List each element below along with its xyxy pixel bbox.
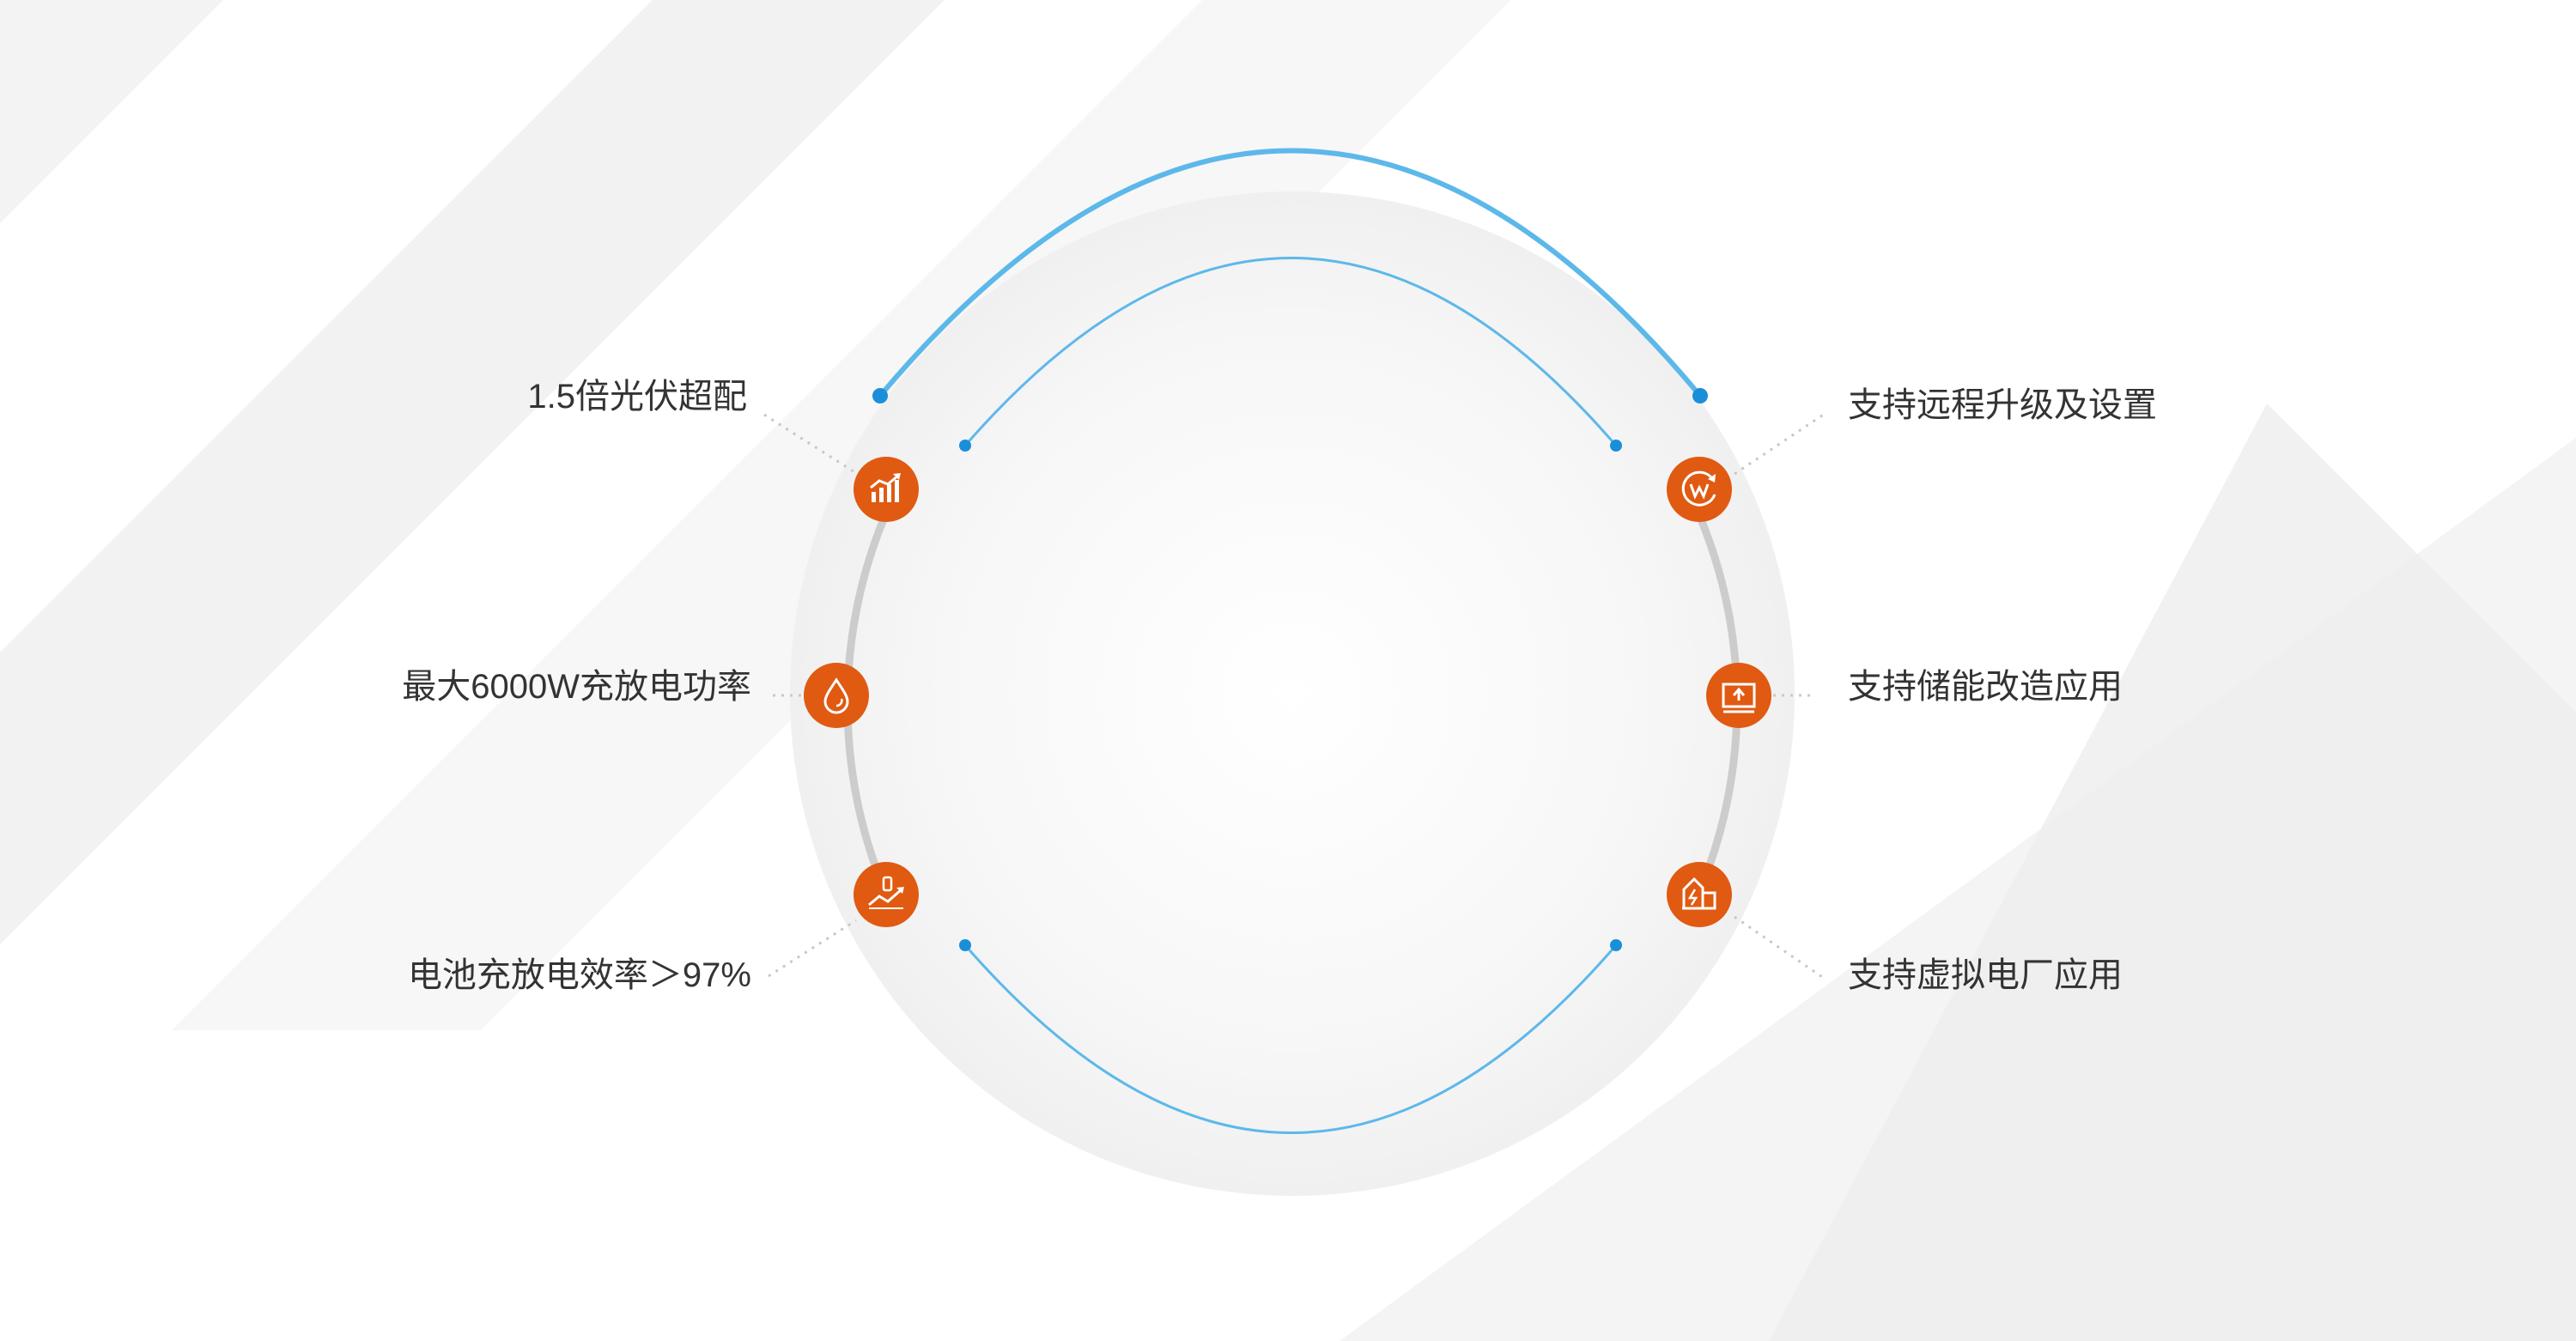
connector-line (763, 413, 857, 475)
feature-label-max-power: 最大6000W充放电功率 (402, 668, 751, 706)
arc-endpoint-dot (1610, 440, 1622, 452)
background-stripe (1769, 404, 2576, 1341)
efficiency-trend-icon (854, 862, 919, 927)
feature-label-remote-upgrade: 支持远程升级及设置 (1848, 386, 2157, 424)
feature-label-pv-oversizing: 1.5倍光伏超配 (527, 378, 747, 416)
arc-endpoint-dot (959, 440, 971, 452)
connector-lines (763, 412, 1826, 980)
arc-endpoint-dot (1610, 939, 1622, 951)
water-drop-icon (804, 663, 869, 728)
background-stripe (0, 0, 223, 223)
bottom-blue-arc (963, 944, 1618, 1134)
center-disc (790, 191, 1795, 1196)
arc-endpoint-dot (959, 939, 971, 951)
feature-label-battery-efficiency: 电池充放电效率＞97% (407, 956, 751, 994)
outer-top-blue-arc (878, 148, 1703, 397)
storage-retrofit-icon (1706, 663, 1771, 728)
connector-line (1734, 412, 1826, 476)
arc-endpoint-dot (1692, 388, 1708, 404)
remote-upgrade-w-icon (1667, 457, 1732, 522)
feature-label-virtual-power-plant: 支持虚拟电厂应用 (1848, 956, 2123, 994)
connector-line (768, 919, 857, 978)
feature-label-storage-retrofit: 支持储能改造应用 (1848, 668, 2123, 706)
arc-endpoint-dot (872, 388, 888, 404)
background-stripe (0, 0, 945, 944)
connector-line (1734, 915, 1826, 980)
virtual-power-plant-icon (1667, 862, 1732, 927)
rising-bar-chart-icon (854, 457, 919, 522)
inner-top-blue-arc (963, 257, 1618, 446)
